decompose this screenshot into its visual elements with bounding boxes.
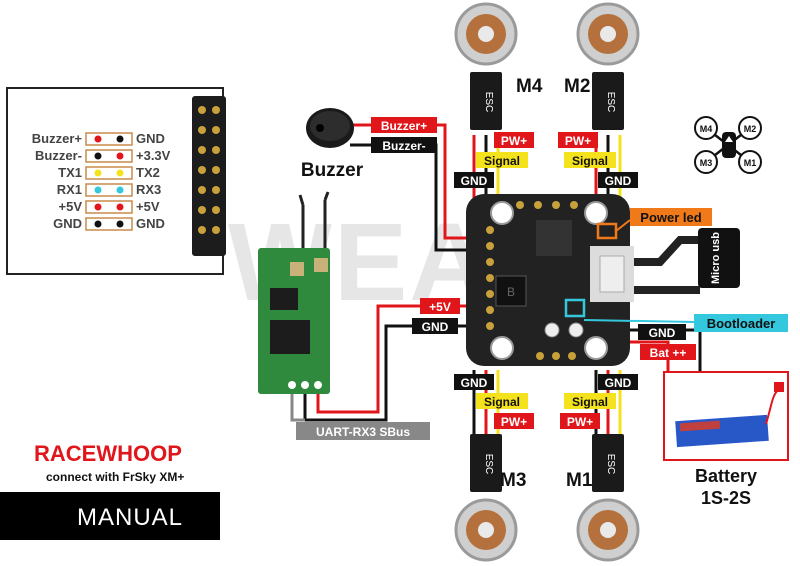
legend-m1: M1 xyxy=(744,158,757,168)
gnd-m3: GND xyxy=(461,376,488,390)
signal-m3: Signal xyxy=(484,395,520,409)
buzzer-neg-label: Buzzer- xyxy=(382,139,425,153)
bootloader-label: Bootloader xyxy=(707,316,776,331)
uart-tag xyxy=(296,422,430,440)
pin-right-6: GND xyxy=(136,216,165,231)
micro-usb-cable: Micro usb xyxy=(634,228,740,294)
motor-m3-label: M3 xyxy=(500,470,526,491)
gnd-m2: GND xyxy=(605,174,632,188)
gnd-m1: GND xyxy=(605,376,632,390)
battery-title: Battery xyxy=(695,466,757,486)
rx-gnd-tag xyxy=(412,318,458,334)
esc-m3 xyxy=(470,434,502,492)
gnd-m4: GND xyxy=(461,174,488,188)
micro-usb-label: Micro usb xyxy=(710,232,722,284)
buzzer-neg-tag xyxy=(371,137,437,153)
motor-m1-label: M1 xyxy=(566,470,593,491)
signal-m1: Signal xyxy=(572,395,608,409)
motor-m4: ESC M4 PW+ Signal GND xyxy=(454,2,543,188)
power-led-tag xyxy=(630,208,712,226)
bat-plus-label: Bat ++ xyxy=(650,346,687,360)
rx-gnd-label: GND xyxy=(422,320,449,334)
pw-m2: PW+ xyxy=(565,134,591,148)
bat-gnd-tag xyxy=(638,324,686,340)
signal-m2: Signal xyxy=(572,154,608,168)
manual-banner xyxy=(0,492,220,540)
esc-m1-label: ESC xyxy=(605,454,616,475)
battery: Battery 1S-2S xyxy=(663,371,789,508)
legend-m3: M3 xyxy=(700,158,713,168)
pw-m1: PW+ xyxy=(567,415,593,429)
pin-left-5: +5V xyxy=(59,199,83,214)
pin-header xyxy=(192,96,226,256)
pin-right-4: RX3 xyxy=(136,182,161,197)
esc-m1 xyxy=(592,434,624,492)
motor-m1: GND Signal PW+ ESC M1 xyxy=(560,374,640,562)
motor-m2-label: M2 xyxy=(564,76,590,97)
bootloader-marker xyxy=(564,298,586,318)
pin-left-2: Buzzer- xyxy=(35,148,82,163)
buzzer: Buzzer Buzzer+ Buzzer- xyxy=(301,108,437,181)
pin-right-2: +3.3V xyxy=(136,148,171,163)
esc-m2 xyxy=(592,72,624,130)
pw-m4: PW+ xyxy=(501,134,527,148)
pinout-panel: Buzzer+ Buzzer- TX1 RX1 +5V GND GND +3.3… xyxy=(6,87,226,275)
bat-gnd-label: GND xyxy=(649,326,676,340)
pin-left-3: TX1 xyxy=(58,165,82,180)
power-led-label: Power led xyxy=(640,210,701,225)
brand-subtitle: connect with FrSky XM+ xyxy=(46,470,184,484)
esc-m2-label: ESC xyxy=(605,92,616,113)
motor-m3: GND Signal PW+ ESC M3 xyxy=(454,374,534,562)
receiver: +5V GND UART-RX3 SBus xyxy=(258,191,460,440)
pin-right-1: GND xyxy=(136,131,165,146)
pin-jumpers xyxy=(85,132,133,231)
pin-left-4: RX1 xyxy=(57,182,82,197)
esc-m4 xyxy=(470,72,502,130)
pin-left-1: Buzzer+ xyxy=(32,131,83,146)
buzzer-pos-label: Buzzer+ xyxy=(381,119,427,133)
buzzer-title: Buzzer xyxy=(301,160,364,181)
uart-label: UART-RX3 SBus xyxy=(316,425,410,439)
bootloader-tag xyxy=(694,314,788,332)
rx-vcc-label: +5V xyxy=(429,300,451,314)
legend-m4: M4 xyxy=(700,124,713,134)
esc-m3-label: ESC xyxy=(483,454,494,475)
motor-m4-label: M4 xyxy=(516,76,543,97)
pin-right-3: TX2 xyxy=(136,165,160,180)
pin-right-5: +5V xyxy=(136,199,160,214)
legend-m2: M2 xyxy=(744,124,757,134)
flight-controller: B xyxy=(466,194,634,366)
signal-m4: Signal xyxy=(484,154,520,168)
manual-label: MANUAL xyxy=(77,504,183,531)
motor-m2: ESC M2 PW+ Signal GND xyxy=(558,2,640,188)
motor-legend: M4 M2 M3 M1 xyxy=(694,116,762,174)
branding: RACEWHOOP connect with FrSky XM+ MANUAL xyxy=(0,441,220,540)
battery-spec: 1S-2S xyxy=(701,488,751,508)
esc-m4-label: ESC xyxy=(483,92,494,113)
buzzer-pos-tag xyxy=(371,117,437,133)
pin-left-6: GND xyxy=(53,216,82,231)
brand-title: RACEWHOOP xyxy=(34,441,182,466)
pw-m3: PW+ xyxy=(501,415,527,429)
rx-vcc-tag xyxy=(420,298,460,314)
bat-plus-tag xyxy=(640,344,696,360)
svg-text:B: B xyxy=(507,285,515,299)
